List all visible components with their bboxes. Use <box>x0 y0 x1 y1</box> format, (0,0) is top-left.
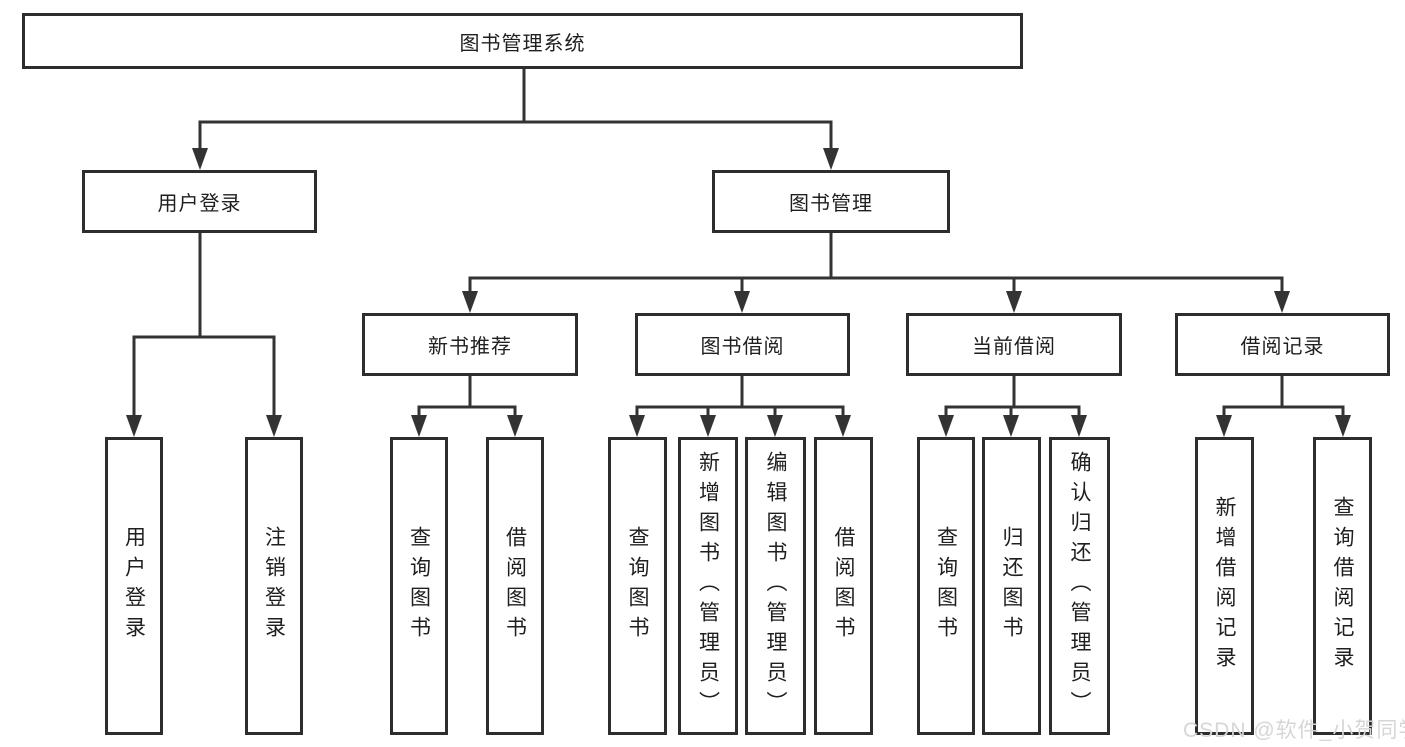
leaf-label: 新增借阅记录 <box>1213 496 1236 676</box>
leaf-label: 借阅图书 <box>832 526 855 646</box>
node-label: 图书管理系统 <box>459 32 586 55</box>
leaf-add-books-admin: 新增图书（管理员） <box>678 437 738 735</box>
leaf-query-books-current: 查询图书 <box>917 437 975 735</box>
leaf-borrow-books-borrowing: 借阅图书 <box>814 437 873 735</box>
leaf-query-books-borrowing: 查询图书 <box>608 437 667 735</box>
node-new-book-recommendation: 新书推荐 <box>362 313 578 376</box>
leaf-query-borrow-record: 查询借阅记录 <box>1313 437 1372 735</box>
node-library-management-system: 图书管理系统 <box>22 13 1023 69</box>
leaf-logout-login: 注销登录 <box>245 437 303 735</box>
node-label: 新书推荐 <box>428 336 512 358</box>
leaf-label: 查询图书 <box>626 526 649 646</box>
leaf-label: 用户登录 <box>122 526 146 646</box>
leaf-label: 新增图书（管理员） <box>696 451 720 721</box>
leaf-label: 查询图书 <box>934 526 958 646</box>
node-label: 当前借阅 <box>972 336 1056 358</box>
node-book-borrowing: 图书借阅 <box>635 313 850 376</box>
leaf-query-books-recommend: 查询图书 <box>390 437 448 735</box>
node-book-management: 图书管理 <box>712 170 950 233</box>
watermark-text: CSDN @软件_小贺同学 <box>1183 719 1405 742</box>
leaf-label: 查询图书 <box>407 526 431 646</box>
leaf-add-borrow-record: 新增借阅记录 <box>1195 437 1254 735</box>
node-borrowing-records: 借阅记录 <box>1175 313 1390 376</box>
leaf-edit-books-admin: 编辑图书（管理员） <box>745 437 806 735</box>
leaf-return-books: 归还图书 <box>982 437 1041 735</box>
node-label: 图书借阅 <box>700 336 785 358</box>
node-current-borrowing: 当前借阅 <box>906 313 1122 376</box>
node-label: 用户登录 <box>157 193 242 215</box>
node-user-login: 用户登录 <box>82 170 317 233</box>
node-label: 图书管理 <box>789 193 873 215</box>
leaf-label: 借阅图书 <box>503 526 527 646</box>
leaf-label: 注销登录 <box>262 526 286 646</box>
node-label: 借阅记录 <box>1240 336 1325 358</box>
leaf-label: 归还图书 <box>1000 526 1023 646</box>
leaf-label: 查询借阅记录 <box>1331 496 1354 676</box>
leaf-borrow-books-recommend: 借阅图书 <box>486 437 544 735</box>
leaf-user-login: 用户登录 <box>105 437 163 735</box>
leaf-confirm-return-admin: 确认归还（管理员） <box>1049 437 1110 735</box>
leaf-label: 确认归还（管理员） <box>1068 451 1091 721</box>
leaf-label: 编辑图书（管理员） <box>764 451 787 721</box>
